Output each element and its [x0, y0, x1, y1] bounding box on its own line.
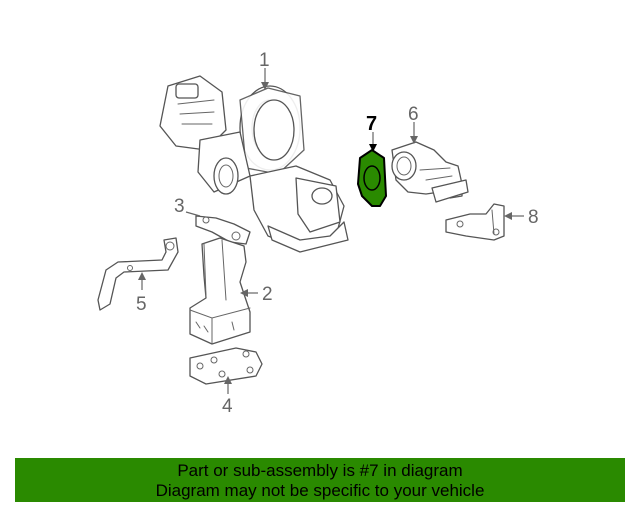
parts-diagram: 1 2 3 4 5 6 7 8 [97, 50, 539, 417]
callout-leaders [138, 68, 524, 394]
callout-8: 8 [528, 207, 539, 228]
part-bracket-8[interactable] [445, 203, 505, 241]
part-gasket-7-highlighted[interactable] [357, 149, 387, 207]
callout-3: 3 [174, 196, 185, 217]
info-banner: Part or sub-assembly is #7 in diagram Di… [15, 458, 625, 502]
part-pipe-6[interactable] [391, 141, 469, 203]
callout-7: 7 [366, 113, 377, 135]
part-bracket-5[interactable] [97, 237, 179, 311]
banner-line-1: Part or sub-assembly is #7 in diagram [177, 461, 463, 480]
callout-1: 1 [259, 50, 270, 71]
part-bracket-3[interactable] [195, 215, 251, 245]
callout-4: 4 [222, 396, 233, 417]
banner-line-2: Diagram may not be specific to your vehi… [155, 481, 485, 500]
callout-6: 6 [408, 104, 419, 125]
part-plate-4[interactable] [189, 347, 263, 385]
callout-5: 5 [136, 294, 147, 315]
part-support-2[interactable] [189, 237, 251, 345]
part-turbocharger[interactable] [159, 75, 349, 253]
callout-2: 2 [262, 284, 273, 305]
